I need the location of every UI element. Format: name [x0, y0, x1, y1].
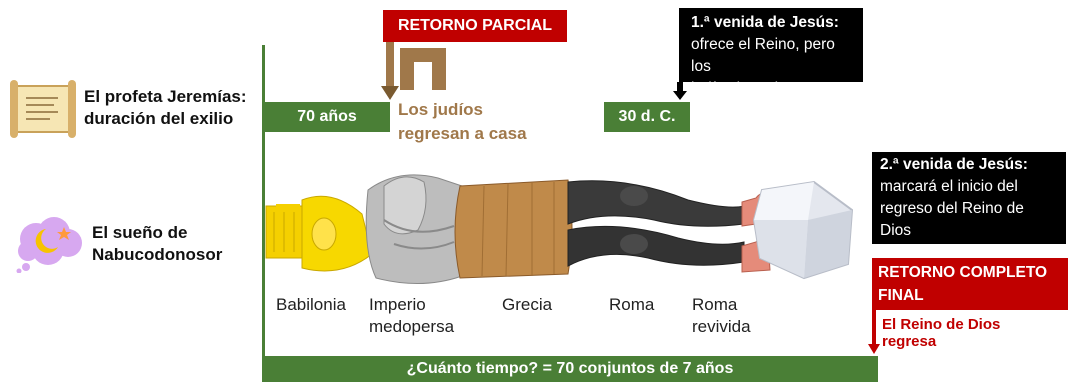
house-icon: [398, 44, 448, 92]
jeremias-label: El profeta Jeremías: duración del exilio: [84, 87, 247, 128]
bottom-duration-bar: ¿Cuánto tiempo? = 70 conjuntos de 7 años: [262, 356, 878, 382]
retorno-completo-box: RETORNO COMPLETO FINAL: [872, 258, 1068, 310]
kingdom-label-grecia: Grecia: [502, 295, 553, 314]
second-coming-box: 2.ª venida de Jesús: marcará el inicio d…: [872, 152, 1066, 244]
silver-chest: [365, 174, 463, 284]
first-coming-arrow: [673, 82, 687, 102]
scroll-icon: [6, 78, 80, 140]
kingdom-label-roma-revivida: Roma revivida: [692, 295, 751, 336]
gold-head: [265, 195, 373, 272]
dream-cloud-icon: [14, 215, 86, 274]
retorno-completo-arrow: [868, 310, 880, 356]
nabuco-label: El sueño de Nabucodonosor: [92, 223, 223, 264]
kingdom-label-roma: Roma: [609, 295, 655, 314]
bronze-belly: [454, 179, 573, 279]
thirty-ad-box: 30 d. C.: [604, 102, 690, 132]
kingdom-label-babilonia: Babilonia: [276, 295, 346, 314]
seventy-years-box: 70 años: [264, 102, 390, 132]
retorno-parcial-arrow: [380, 42, 400, 102]
iron-legs: [567, 180, 745, 267]
statue-figure: [264, 160, 864, 290]
stone-icon: [752, 180, 856, 280]
timeline-vertical-line: [262, 45, 265, 358]
retorno-parcial-box: RETORNO PARCIAL: [383, 10, 567, 42]
first-coming-box: 1.ª venida de Jesús: ofrece el Reino, pe…: [679, 8, 863, 97]
reino-regresa-text: El Reino de Dios regresa: [882, 316, 1001, 350]
judios-regresan-text: Los judíos regresan a casa: [398, 100, 527, 143]
kingdom-label-medopersa: Imperio medopersa: [369, 295, 455, 336]
